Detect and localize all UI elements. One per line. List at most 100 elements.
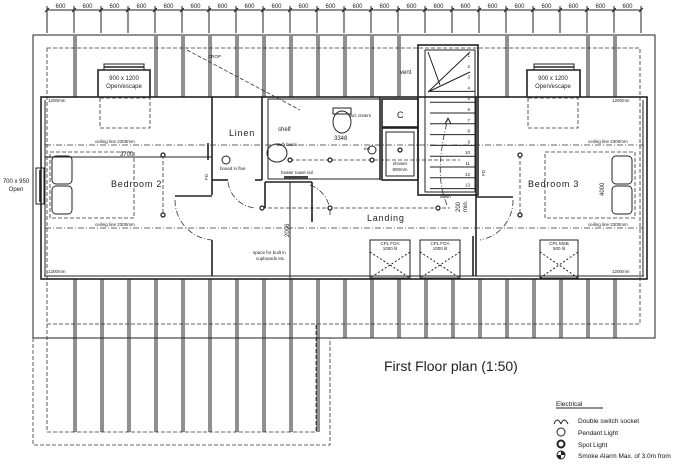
towel-rail-label: heater towel rail	[281, 170, 313, 175]
pendant-light-icon	[556, 427, 566, 437]
dimension-tick-mark	[341, 7, 347, 13]
legend-title: Electrical	[556, 401, 583, 408]
dimension-label: 600	[82, 4, 93, 10]
rooflight-left-outline	[99, 97, 151, 129]
extract-label: ext	[364, 146, 371, 151]
stair-number: 2	[467, 64, 470, 69]
dimension-label: 600	[622, 4, 633, 10]
tank-3-label-2: 500 lit	[553, 246, 566, 251]
room-bedroom-2: Bedroom 2	[111, 179, 162, 189]
landing-dimension: 2006	[285, 223, 291, 237]
dimension-label: 600	[406, 4, 417, 10]
dimension-tick-mark	[179, 7, 185, 13]
lights	[160, 147, 523, 218]
tank-3-label: CPL MSB	[549, 241, 569, 246]
tank-1-label-2: 1000 lit	[383, 246, 398, 251]
side-window-label-2: Open	[9, 187, 24, 193]
bedroom2-dimension: 3700	[120, 152, 134, 158]
dimension-label: 600	[379, 4, 390, 10]
floor-walls	[40, 96, 648, 280]
tank-3	[539, 239, 579, 279]
ceiling-line-label: ceiling line 2300mm	[95, 222, 135, 227]
eaves-label: 1200mm	[612, 98, 630, 103]
dimension-tick-mark	[530, 7, 536, 13]
dimension-tick-mark	[557, 7, 563, 13]
spot-light-icon	[160, 212, 166, 218]
dormer-right	[526, 63, 581, 97]
bed-left	[49, 151, 135, 219]
dimension-tick-mark	[476, 7, 482, 13]
drop-label: DROP	[208, 54, 221, 59]
dimension-label: 600	[352, 4, 363, 10]
external-walls	[40, 96, 648, 280]
spot-light-icon	[327, 157, 333, 163]
sanitary	[221, 107, 377, 179]
door-swings	[174, 181, 514, 241]
dimension-label: 600	[325, 4, 336, 10]
dimension-tick-mark	[422, 7, 428, 13]
legend-item-label: Pendant Light	[578, 430, 618, 437]
dimension-tick-mark	[449, 7, 455, 13]
roof-lower-edge	[32, 338, 331, 446]
stair-min-label-2: min.	[463, 200, 469, 212]
stair-min-label: 200	[456, 201, 462, 212]
dimension-tick-mark	[314, 7, 320, 13]
dimension-tick-mark	[638, 7, 644, 13]
eaves-label: 1200mm	[612, 269, 630, 274]
dimension-label: 600	[433, 4, 444, 10]
window-left-label: 900 x 1200	[109, 76, 139, 82]
spot-light-icon	[369, 157, 375, 163]
dimension-label: 600	[271, 4, 282, 10]
stair-number: 1	[467, 53, 470, 58]
spot-light-icon	[259, 205, 265, 211]
stair-number: 7	[467, 118, 470, 123]
ceiling-line-label: ceiling line 2300mm	[95, 139, 135, 144]
dimension-tick-mark	[44, 7, 50, 13]
bath-dimension: 3348	[334, 136, 348, 142]
tank-1	[369, 239, 411, 279]
dimension-tick-mark	[98, 7, 104, 13]
labels: 900 x 1200 Open/escape 900 x 1200 Open/e…	[3, 54, 630, 374]
stair-number: 3	[467, 75, 470, 80]
wc-label: w/c cistern	[350, 113, 372, 118]
room-linen: Linen	[229, 128, 255, 138]
side-window-label: 700 x 950	[3, 179, 30, 185]
vent-label: vent	[400, 70, 412, 76]
stair-number: 11	[465, 161, 470, 166]
window-left-label-2: Open/escape	[106, 84, 142, 90]
dimension-label: 600	[163, 4, 174, 10]
stair-number: 13	[465, 183, 471, 188]
dimension-label: 600	[190, 4, 201, 10]
dimension-tick-mark	[584, 7, 590, 13]
wc-icon	[332, 110, 352, 134]
tank-2-label: CPL FOA	[430, 241, 449, 246]
dimension-label: 600	[55, 4, 66, 10]
eaves-label: 1200mm	[48, 98, 66, 103]
dimension-tick-mark	[152, 7, 158, 13]
double-socket-icon	[553, 419, 569, 425]
tank-2	[419, 239, 461, 279]
dimension-label: 600	[595, 4, 606, 10]
dimension-tick-mark	[206, 7, 212, 13]
tanks	[369, 239, 579, 279]
tank-1-label: CPL FOA	[380, 241, 399, 246]
bedroom3-dimension: 4000	[600, 182, 606, 196]
dimension-label: 600	[460, 4, 471, 10]
dimension-label: 600	[541, 4, 552, 10]
shelf-label: shelf	[278, 127, 291, 133]
stairs-down-label: down	[440, 194, 451, 199]
window-right-label-2: Open/escape	[535, 84, 571, 90]
side-window	[35, 167, 45, 205]
eaves-label: 1200mm	[48, 269, 66, 274]
stair-number: 10	[465, 150, 471, 155]
flue-icon	[221, 155, 231, 165]
rafters	[73, 36, 617, 432]
spot-light-icon	[435, 205, 441, 211]
dimension-tick-mark	[503, 7, 509, 13]
dimension-label: 600	[136, 4, 147, 10]
dormer-left	[97, 63, 151, 97]
window-right-label: 900 x 1200	[538, 76, 568, 82]
dimension-tick-mark	[260, 7, 266, 13]
spot-light-icon	[287, 157, 293, 163]
